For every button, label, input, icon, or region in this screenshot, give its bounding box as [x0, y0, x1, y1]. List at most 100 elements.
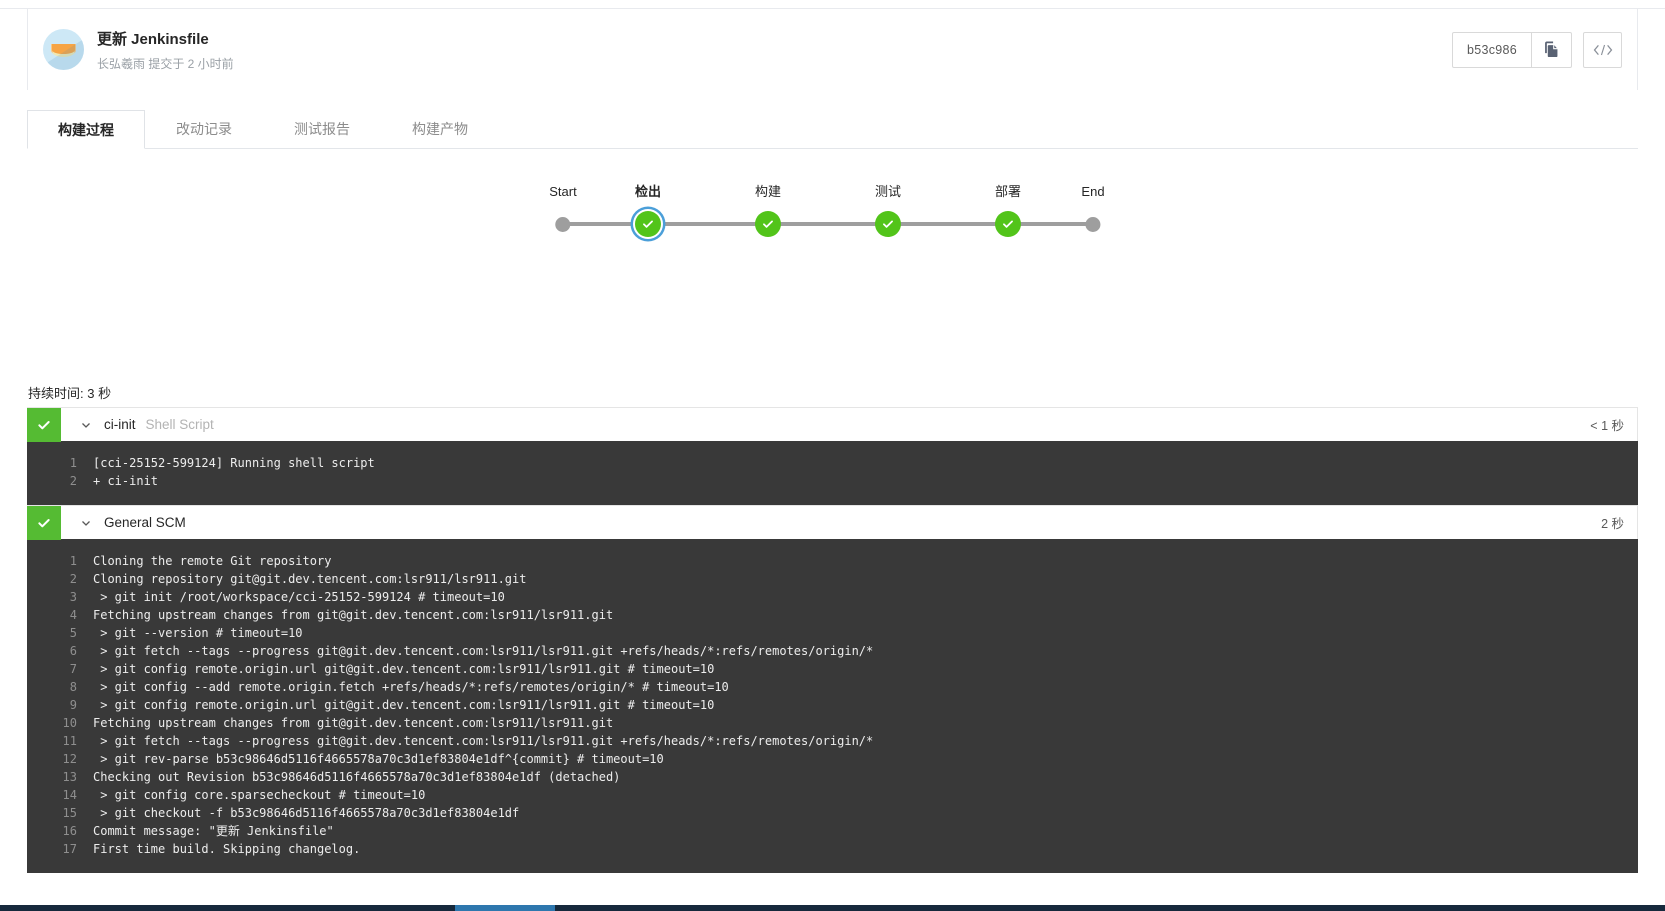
tab-bar: 构建过程 改动记录 测试报告 构建产物	[27, 110, 1638, 149]
top-divider	[0, 8, 1665, 9]
log-line-number: 4	[69, 608, 77, 622]
log-line-text: > git config remote.origin.url git@git.d…	[93, 662, 715, 676]
log-line: 10 Fetching upstream changes from git@git…	[27, 714, 1638, 732]
button-divider	[1531, 32, 1532, 67]
log-line-number: 7	[69, 662, 77, 676]
stage-checkout[interactable]: 检出	[634, 182, 662, 240]
check-icon	[754, 211, 781, 237]
section-name: General SCM	[104, 515, 186, 530]
log-line-text: > git fetch --tags --progress git@git.de…	[93, 644, 874, 658]
commit-subtitle: 长弘羲雨 提交于 2 小时前	[97, 56, 234, 71]
check-icon	[874, 211, 901, 237]
stage-start[interactable]: Start	[549, 182, 577, 240]
stage-label: 部署	[994, 184, 1022, 199]
log-line-number: 15	[62, 806, 77, 820]
log-line: 12 > git rev-parse b53c98646d5116f466557…	[27, 750, 1638, 768]
log-line: 8 > git config --add remote.origin.fetch…	[27, 678, 1638, 696]
log-line-text: First time build. Skipping changelog.	[93, 842, 361, 856]
success-status-icon	[27, 505, 61, 540]
log-line: 2+ ci-init	[27, 472, 1638, 490]
log-line-text: Commit message: "更新 Jenkinsfile"	[93, 824, 334, 838]
copy-button[interactable]	[1532, 33, 1571, 67]
log-line-text: > git config core.sparsecheckout # timeo…	[93, 788, 426, 802]
chevron-down-icon[interactable]	[80, 419, 92, 431]
chevron-down-icon[interactable]	[80, 517, 92, 529]
log-line: 6 > git fetch --tags --progress git@git.…	[27, 642, 1638, 660]
log-line-text: > git checkout -f b53c98646d5116f4665578…	[93, 806, 520, 820]
section-header-ci-init[interactable]: ci-init Shell Script < 1 秒	[27, 407, 1638, 442]
success-status-icon	[27, 407, 61, 442]
section-duration: 2 秒	[1601, 517, 1624, 531]
log-line-number: 14	[62, 788, 77, 802]
log-line-number: 13	[62, 770, 77, 784]
log-line-number: 1	[69, 456, 77, 470]
tab-change-log[interactable]: 改动记录	[176, 121, 232, 137]
stage-dot	[1085, 216, 1101, 232]
log-line-text: > git fetch --tags --progress git@git.de…	[93, 734, 874, 748]
log-line-text: > git config remote.origin.url git@git.d…	[93, 698, 715, 712]
section-header-general-scm[interactable]: General SCM 2 秒	[27, 505, 1638, 540]
log-line: 9 > git config remote.origin.url git@git…	[27, 696, 1638, 714]
log-sections: ci-init Shell Script < 1 秒 1 [cci-25152-5…	[27, 407, 1638, 873]
log-line-text: Cloning repository git@git.dev.tencent.c…	[93, 572, 527, 586]
log-line-number: 2	[69, 572, 77, 586]
stage-test[interactable]: 测试	[874, 182, 901, 240]
stage-label: 构建	[754, 184, 782, 199]
stage-label: 检出	[634, 184, 662, 199]
tab-test-report[interactable]: 测试报告	[294, 121, 350, 137]
log-line-number: 11	[62, 734, 77, 748]
check-icon	[634, 211, 661, 237]
log-line-number: 6	[69, 644, 77, 658]
code-button[interactable]	[1583, 31, 1622, 68]
log-line-number: 12	[62, 752, 77, 766]
log-line-text: [cci-25152-599124] Running shell script	[93, 456, 375, 470]
code-icon	[1593, 43, 1613, 57]
copy-icon	[1542, 40, 1561, 59]
log-line: 2 Cloning repository git@git.dev.tencent.…	[27, 570, 1638, 588]
log-line-number: 16	[62, 824, 77, 838]
log-line: 7 > git config remote.origin.url git@git…	[27, 660, 1638, 678]
section-subtitle: Shell Script	[145, 417, 214, 432]
log-line-number: 3	[69, 590, 77, 604]
stage-end[interactable]: End	[1081, 182, 1105, 240]
duration-text: 持续时间: 3 秒	[28, 386, 112, 401]
commit-header: 更新 Jenkinsfile 长弘羲雨 提交于 2 小时前 b53c986	[27, 9, 1638, 90]
log-line: 5 > git --version # timeout=10	[27, 624, 1638, 642]
log-line-text: > git --version # timeout=10	[93, 626, 303, 640]
commit-sha: b53c986	[1466, 42, 1517, 57]
tab-build-process[interactable]: 构建过程	[27, 110, 145, 149]
log-line: 11 > git fetch --tags --progress git@git…	[27, 732, 1638, 750]
log-line-text: > git config --add remote.origin.fetch +…	[93, 680, 729, 694]
pipeline-connector	[563, 222, 1093, 226]
commit-sha-group[interactable]: b53c986	[1451, 31, 1572, 68]
pipeline: Start 检出 构建 测试	[0, 182, 1665, 262]
section-name: ci-init	[104, 417, 136, 432]
stage-deploy[interactable]: 部署	[994, 182, 1022, 240]
log-line: 16 Commit message: "更新 Jenkinsfile"	[27, 822, 1638, 840]
log-line: 17 First time build. Skipping changelog.	[27, 840, 1638, 858]
melon-icon	[51, 44, 76, 57]
log-line-text: Fetching upstream changes from git@git.d…	[93, 716, 614, 730]
log-line-number: 1	[69, 554, 77, 568]
section-duration: < 1 秒	[1590, 419, 1624, 433]
log-line-text: Checking out Revision b53c98646d5116f466…	[93, 770, 621, 784]
log-line-text: > git init /root/workspace/cci-25152-599…	[93, 590, 505, 604]
log-line-number: 17	[62, 842, 77, 856]
log-line-number: 5	[69, 626, 77, 640]
log-line-number: 2	[69, 474, 77, 488]
tab-build-artifacts[interactable]: 构建产物	[412, 121, 468, 137]
stage-label: End	[1081, 184, 1105, 199]
log-line: 3 > git init /root/workspace/cci-25152-5…	[27, 588, 1638, 606]
commit-title: 更新 Jenkinsfile	[97, 30, 209, 48]
log-line-text: > git rev-parse b53c98646d5116f4665578a7…	[93, 752, 664, 766]
log-line-number: 10	[62, 716, 77, 730]
avatar	[43, 29, 84, 70]
log-line: 14 > git config core.sparsecheckout # ti…	[27, 786, 1638, 804]
bottom-strip	[0, 905, 1665, 911]
bottom-strip-segment	[455, 905, 555, 911]
stage-build[interactable]: 构建	[754, 182, 782, 240]
log-line-number: 8	[69, 680, 77, 694]
